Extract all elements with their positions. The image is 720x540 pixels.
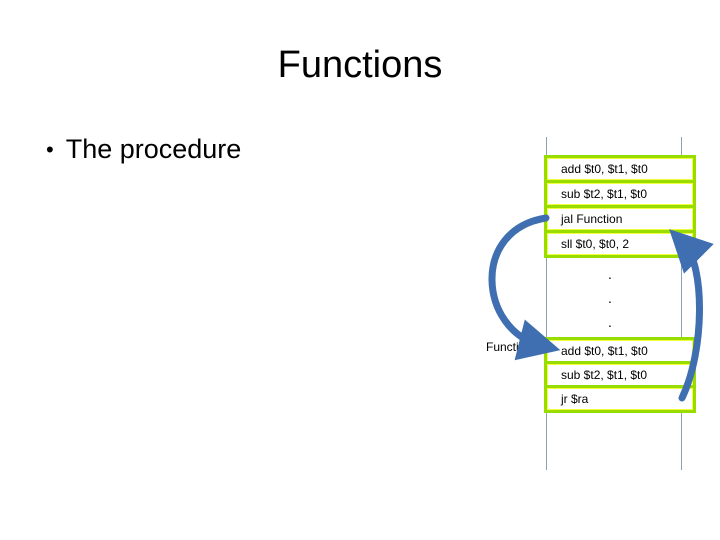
- instruction-cell: sub $t2, $t1, $t0: [544, 180, 696, 208]
- function-cell: sub $t2, $t1, $t0: [544, 361, 696, 389]
- ellipsis: . . .: [606, 262, 614, 334]
- ellipsis-dot: .: [608, 314, 612, 330]
- bullet-text: The procedure: [65, 134, 242, 164]
- bullet-item: • The procedure: [46, 134, 241, 165]
- ellipsis-dot: .: [608, 266, 612, 282]
- bullet-dot-icon: •: [46, 136, 54, 162]
- call-arrow: [488, 214, 561, 361]
- function-cell-jr: jr $ra: [544, 385, 696, 413]
- memory-column: [546, 137, 682, 470]
- return-arrow: [669, 229, 714, 402]
- slide-title: Functions: [277, 44, 443, 86]
- ellipsis-dot: .: [608, 290, 612, 306]
